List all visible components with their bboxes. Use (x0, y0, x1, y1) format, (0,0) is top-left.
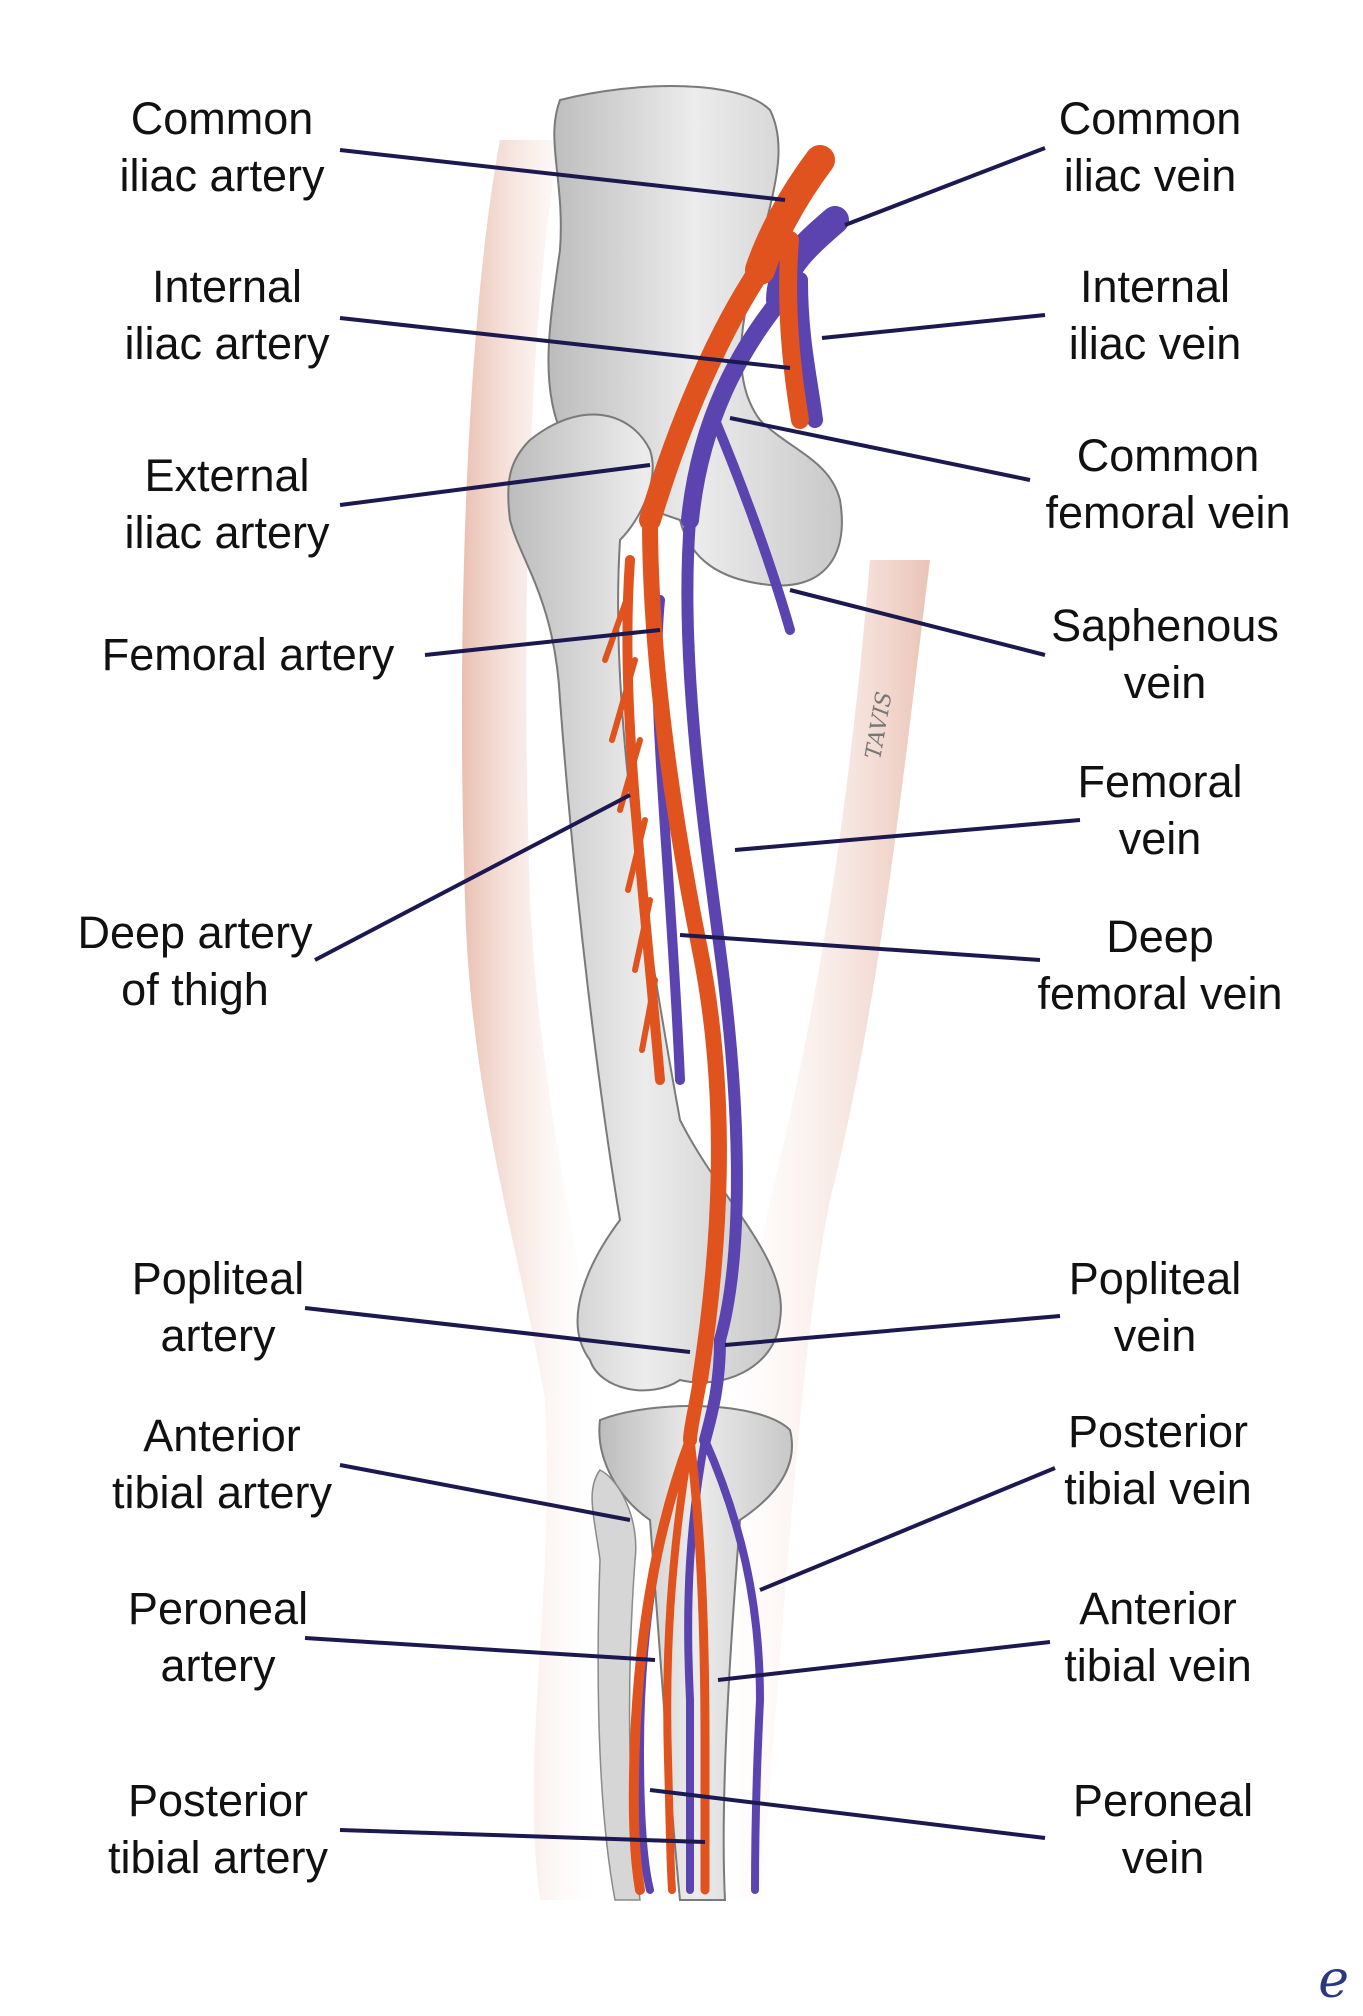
label-line: iliac artery (119, 150, 325, 201)
leader-lines (304, 146, 1081, 1844)
label-saphenous-vein: Saphenous vein (1051, 597, 1279, 711)
label-line: Anterior (1079, 1583, 1237, 1634)
label-femoral-vein: Femoral vein (1077, 753, 1242, 867)
leader-internal-iliac-artery (339, 316, 791, 370)
label-line: tibial vein (1064, 1640, 1252, 1691)
leader-peroneal-vein (649, 1788, 1046, 1840)
label-line: Deep (1106, 911, 1214, 962)
label-line: artery (160, 1310, 276, 1361)
leader-deep-femoral-vein (679, 933, 1041, 962)
label-line: vein (1113, 1310, 1197, 1361)
label-line: Deep artery (77, 907, 313, 958)
leader-deep-artery-of-thigh (314, 793, 631, 962)
label-deep-artery-of-thigh: Deep artery of thigh (77, 904, 312, 1018)
label-line: iliac artery (124, 318, 330, 369)
label-popliteal-artery: Popliteal artery (132, 1250, 305, 1364)
label-posterior-tibial-vein: Posterior tibial vein (1064, 1403, 1252, 1517)
leader-saphenous-vein (789, 588, 1046, 657)
label-line: External (144, 450, 310, 501)
label-line: Internal (1079, 261, 1231, 312)
leader-posterior-tibial-vein (759, 1466, 1056, 1592)
common-iliac-artery-shape (745, 145, 835, 285)
label-internal-iliac-vein: Internal iliac vein (1069, 258, 1242, 372)
label-line: Femoral (1077, 756, 1243, 807)
label-line: Common (1058, 93, 1242, 144)
external-iliac-vein-shape (681, 291, 789, 529)
leader-external-iliac-artery (339, 463, 651, 507)
femoral-vein-shape (681, 514, 743, 1346)
label-anterior-tibial-artery: Anterior tibial artery (112, 1407, 332, 1521)
leader-anterior-tibial-artery (339, 1463, 631, 1522)
leader-femoral-vein (734, 818, 1081, 852)
label-femoral-artery: Femoral artery (102, 626, 395, 683)
label-anterior-tibial-vein: Anterior tibial vein (1064, 1580, 1252, 1694)
label-common-femoral-vein: Common femoral vein (1045, 427, 1290, 541)
femoral-artery-shape (642, 512, 727, 1388)
label-line: tibial vein (1064, 1463, 1252, 1514)
leader-anterior-tibial-vein (717, 1640, 1051, 1682)
label-line: of thigh (121, 964, 269, 1015)
label-line: Internal (151, 261, 303, 312)
label-peroneal-vein: Peroneal vein (1073, 1772, 1253, 1886)
leader-common-iliac-artery (339, 148, 786, 202)
label-line: Posterior (1067, 1406, 1249, 1457)
peroneal-artery-shape (663, 1436, 694, 1894)
label-line: artery (160, 1640, 276, 1691)
leader-femoral-artery (424, 628, 661, 657)
label-line: Saphenous (1051, 600, 1279, 651)
internal-iliac-artery-shape (779, 231, 809, 429)
label-popliteal-vein: Popliteal vein (1069, 1250, 1242, 1364)
popliteal-vein-shape (699, 1334, 726, 1446)
label-common-iliac-vein: Common iliac vein (1059, 90, 1242, 204)
leader-peroneal-artery (304, 1636, 656, 1662)
label-line: iliac vein (1063, 150, 1237, 201)
posterior-tibial-artery-shape (685, 1435, 710, 1895)
tibia-bone (598, 1405, 793, 1901)
label-line: femoral vein (1045, 487, 1291, 538)
label-external-iliac-artery: External iliac artery (124, 447, 329, 561)
leader-common-femoral-vein (729, 416, 1031, 482)
label-line: Peroneal (127, 1583, 309, 1634)
label-line: Posterior (127, 1775, 309, 1826)
muscular-branches (602, 587, 658, 1053)
label-common-iliac-artery: Common iliac artery (119, 90, 324, 204)
label-line: vein (1123, 657, 1207, 708)
leader-posterior-tibial-artery (339, 1828, 706, 1844)
label-line: vein (1121, 1832, 1205, 1883)
label-line: Popliteal (1068, 1253, 1242, 1304)
label-line: Common (130, 93, 314, 144)
leader-popliteal-vein (724, 1314, 1061, 1347)
label-deep-femoral-vein: Deep femoral vein (1037, 908, 1282, 1022)
label-peroneal-artery: Peroneal artery (128, 1580, 308, 1694)
internal-iliac-vein-shape (792, 272, 823, 428)
label-line: femoral vein (1037, 968, 1283, 1019)
anterior-tibial-artery-shape (628, 1435, 695, 1895)
saphenous-vein-shape (710, 415, 795, 635)
label-line: Popliteal (131, 1253, 305, 1304)
label-line: iliac artery (124, 507, 330, 558)
leader-common-iliac-vein (844, 146, 1046, 227)
label-line: Anterior (143, 1410, 301, 1461)
posterior-tibial-vein-shape (701, 1436, 765, 1894)
leader-popliteal-artery (304, 1306, 691, 1354)
label-posterior-tibial-artery: Posterior tibial artery (108, 1772, 328, 1886)
label-line: Peroneal (1072, 1775, 1254, 1826)
label-line: vein (1118, 813, 1202, 864)
publisher-logo: e (1318, 1950, 1349, 2010)
label-line: Common (1076, 430, 1260, 481)
label-line: tibial artery (111, 1467, 333, 1518)
external-iliac-artery-shape (639, 259, 771, 531)
leg-skin-left (461, 140, 603, 1900)
label-line: iliac vein (1068, 318, 1242, 369)
fibula-bone (591, 1469, 641, 1901)
label-internal-iliac-artery: Internal iliac artery (124, 258, 329, 372)
label-line: Femoral artery (101, 629, 395, 680)
leader-internal-iliac-vein (821, 313, 1046, 340)
label-line: tibial artery (107, 1832, 329, 1883)
leg-skin-right (700, 560, 930, 1900)
